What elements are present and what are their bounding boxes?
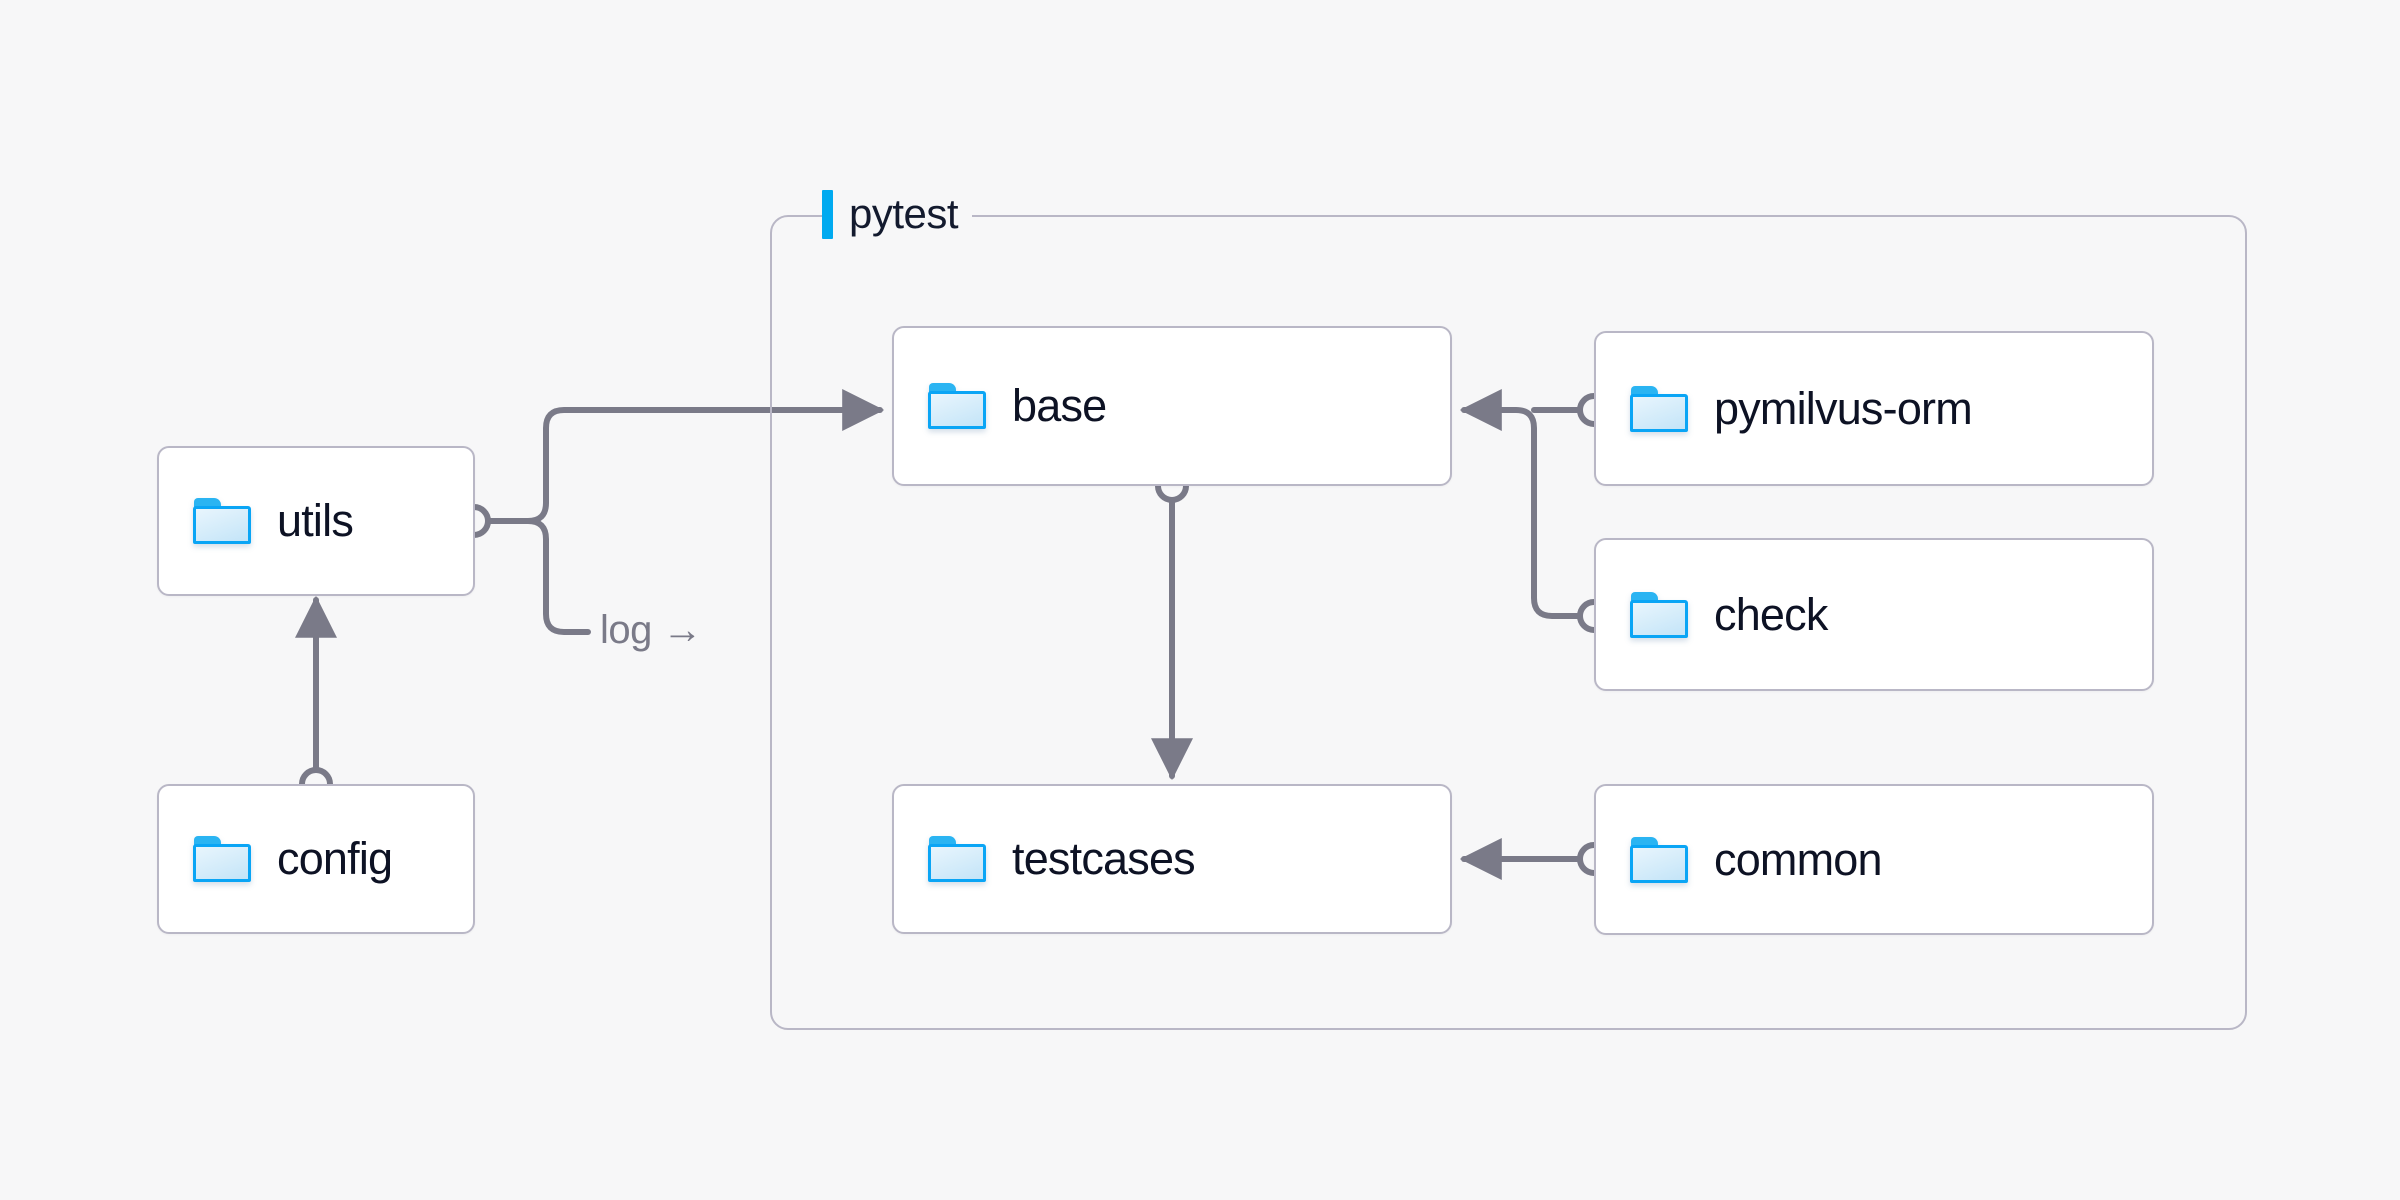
node-label-config: config xyxy=(277,833,393,884)
folder-icon xyxy=(1630,385,1688,432)
node-label-common: common xyxy=(1714,833,1883,885)
folder-icon xyxy=(928,836,986,882)
folder-icon xyxy=(1630,591,1688,638)
node-label-base: base xyxy=(1012,380,1107,431)
edge-utils-log xyxy=(485,518,591,635)
group-title-text: pytest xyxy=(849,190,959,237)
group-pytest-label: pytest xyxy=(822,188,973,240)
node-label-pymilvus-orm: pymilvus-orm xyxy=(1714,382,1973,434)
node-label-check: check xyxy=(1714,588,1828,640)
edge-label-log: log → xyxy=(600,608,703,652)
node-config[interactable]: config xyxy=(157,784,475,934)
folder-icon xyxy=(1630,836,1688,883)
node-pymilvus-orm[interactable]: pymilvus-orm xyxy=(1594,331,2154,486)
node-testcases[interactable]: testcases xyxy=(892,784,1452,934)
group-accent-bar xyxy=(822,189,833,239)
node-label-testcases: testcases xyxy=(1012,833,1196,884)
node-utils[interactable]: utils xyxy=(157,446,475,596)
node-common[interactable]: common xyxy=(1594,784,2154,935)
group-pytest-container[interactable] xyxy=(770,215,2247,1030)
folder-icon xyxy=(193,836,251,882)
folder-icon xyxy=(193,498,251,544)
node-label-utils: utils xyxy=(277,495,354,546)
node-check[interactable]: check xyxy=(1594,538,2154,691)
node-base[interactable]: base xyxy=(892,326,1452,486)
folder-icon xyxy=(928,383,986,429)
